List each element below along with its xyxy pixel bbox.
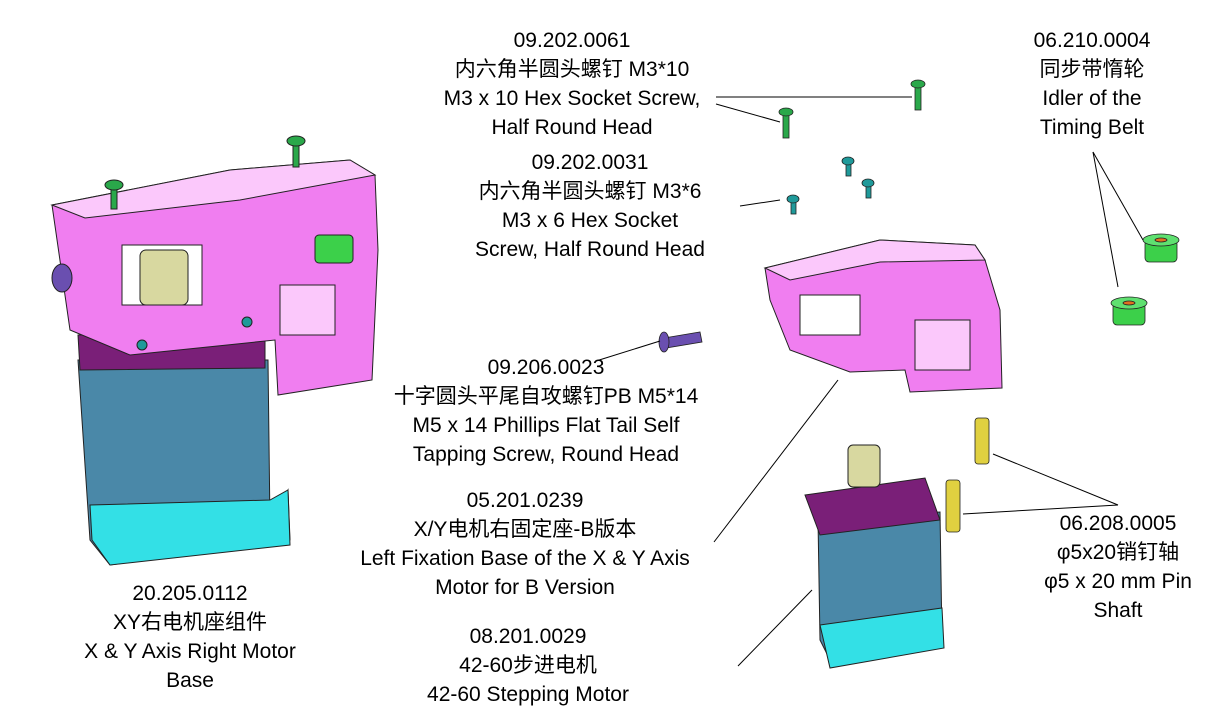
label-motor-base: 20.205.0112 XY右电机座组件 X & Y Axis Right Mo…: [84, 579, 296, 695]
part-number: 20.205.0112: [132, 582, 248, 605]
green-screw: [104, 179, 124, 210]
leader-line: [962, 504, 1119, 515]
fixation-base: [763, 239, 1003, 393]
leader-line: [713, 379, 839, 543]
english-name: Idler of the: [1042, 87, 1142, 110]
idler-inside: [314, 234, 354, 264]
english-name: Timing Belt: [1039, 116, 1145, 139]
english-name: M5 x 14 Phillips Flat Tail Self: [412, 414, 680, 437]
chinese-name: XY右电机座组件: [112, 611, 267, 634]
chinese-name: φ5x20销钉轴: [1056, 541, 1180, 564]
english-name: Motor for B Version: [435, 576, 615, 599]
label-screw-m3x10: 09.202.0061 内六角半圆头螺钉 M3*10 M3 x 10 Hex S…: [444, 26, 701, 142]
pulley: [139, 249, 189, 306]
assembled-motor-base: [50, 135, 379, 566]
bracket-grid: [279, 284, 336, 336]
english-name: X & Y Axis Right Motor: [84, 640, 296, 663]
chinese-name: 同步带惰轮: [1039, 58, 1145, 81]
leader-line: [992, 453, 1119, 506]
label-pin-shaft: 06.208.0005 φ5x20销钉轴 φ5 x 20 mm Pin Shaf…: [1044, 509, 1192, 625]
chinese-name: 十字圆头平尾自攻螺钉PB M5*14: [393, 385, 699, 408]
leader-line: [595, 340, 661, 362]
english-name: Screw, Half Round Head: [475, 238, 705, 261]
teal-screw: [241, 316, 253, 328]
chinese-name: 42-60步进电机: [459, 654, 597, 677]
teal-screw: [136, 339, 148, 351]
leader-line: [737, 589, 813, 667]
chinese-name: 内六角半圆头螺钉 M3*6: [478, 180, 702, 203]
purple-screw-head: [51, 263, 73, 293]
part-number: 06.208.0005: [1059, 512, 1177, 535]
leader-lines: [595, 96, 1144, 667]
english-name: Left Fixation Base of the X & Y Axis: [360, 547, 690, 570]
leader-line: [715, 103, 781, 123]
english-name: Base: [166, 669, 214, 692]
screw-m3x10: [778, 79, 926, 139]
motor-bottom-plate: [89, 489, 291, 566]
part-number: 06.210.0004: [1033, 29, 1151, 52]
label-screw-m3x6: 09.202.0031 内六角半圆头螺钉 M3*6 M3 x 6 Hex Soc…: [475, 148, 705, 264]
leader-line: [739, 199, 781, 207]
screw-m5x14: [658, 331, 703, 353]
english-name: M3 x 6 Hex Socket: [501, 209, 679, 232]
stepping-motor: [804, 444, 945, 669]
label-screw-m5x14: 09.206.0023 十字圆头平尾自攻螺钉PB M5*14 M5 x 14 P…: [394, 353, 699, 469]
green-screw: [286, 135, 306, 168]
chinese-name: X/Y电机右固定座-B版本: [413, 518, 637, 541]
chinese-name: 内六角半圆头螺钉 M3*10: [454, 58, 690, 81]
leader-line: [1092, 151, 1119, 288]
label-idler: 06.210.0004 同步带惰轮 Idler of the Timing Be…: [1034, 26, 1151, 142]
part-number: 08.201.0029: [469, 625, 587, 648]
label-fixation-base: 05.201.0239 X/Y电机右固定座-B版本 Left Fixation …: [360, 486, 690, 602]
part-number: 05.201.0239: [466, 489, 584, 512]
part-number: 09.206.0023: [487, 356, 605, 379]
part-number: 09.202.0031: [531, 151, 649, 174]
label-stepping-motor: 08.201.0029 42-60步进电机 42-60 Stepping Mot…: [427, 622, 629, 709]
screw-m3x6: [786, 156, 875, 215]
idler: [1110, 233, 1180, 326]
pin-shaft: [945, 417, 990, 533]
part-number: 09.202.0061: [513, 29, 631, 52]
bracket-top: [50, 159, 377, 219]
english-name: Half Round Head: [491, 116, 653, 139]
english-name: Tapping Screw, Round Head: [412, 443, 680, 466]
english-name: 42-60 Stepping Motor: [427, 683, 629, 706]
english-name: Shaft: [1093, 599, 1143, 622]
leader-line: [1092, 151, 1144, 241]
english-name: φ5 x 20 mm Pin: [1044, 570, 1192, 593]
english-name: M3 x 10 Hex Socket Screw,: [443, 87, 701, 110]
